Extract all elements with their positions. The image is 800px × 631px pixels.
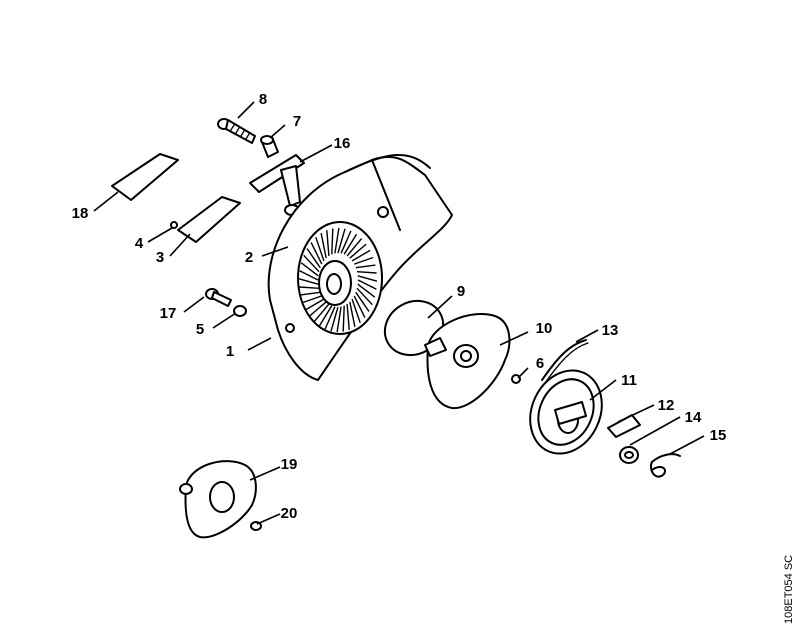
callout-17: 17: [160, 305, 177, 322]
part-10-rope-rotor: [424, 313, 511, 410]
callout-20: 20: [281, 505, 298, 522]
callout-13: 13: [602, 322, 619, 339]
fan-fin: [357, 279, 377, 290]
fan-fin: [351, 298, 361, 324]
document-code: 108ET054 SC: [783, 555, 795, 624]
fan-fin: [315, 236, 325, 262]
callout-6: 6: [536, 355, 544, 372]
part-13-rewind-spring: [541, 339, 589, 384]
fan-fin: [305, 298, 325, 311]
callout-11: 11: [621, 372, 637, 389]
fan-fin: [331, 228, 334, 255]
callout-8: 8: [259, 91, 267, 108]
callout-14: 14: [685, 409, 702, 426]
fan-fin: [346, 304, 350, 330]
part-8-screw: [217, 118, 256, 144]
fan-fin: [353, 256, 374, 265]
fan-fin: [351, 249, 371, 262]
fan-fin: [356, 271, 377, 274]
part-17-screw: [205, 288, 232, 307]
callout-15: 15: [710, 427, 727, 444]
part-14-washer: [619, 446, 639, 464]
fan-fin: [334, 227, 340, 254]
part-16-starter-grip: [249, 154, 305, 216]
fan-fin: [357, 275, 378, 282]
part-7-sleeve: [260, 135, 279, 158]
fan-fin: [320, 232, 327, 259]
part-1-fan-housing: [267, 154, 453, 381]
fan-fin: [299, 270, 319, 281]
fan-fin: [357, 283, 376, 298]
part-5-screw: [233, 305, 247, 317]
callout-19: 19: [281, 456, 298, 473]
callout-2: 2: [245, 249, 253, 266]
callout-5: 5: [196, 321, 204, 338]
fan-fin: [349, 243, 367, 259]
part-11-spring-housing: [529, 369, 603, 455]
fan-fin: [299, 286, 320, 289]
leader-lines: [93, 101, 705, 525]
part-3-plate: [177, 196, 241, 243]
callout-4: 4: [135, 235, 144, 252]
callout-3: 3: [156, 249, 164, 266]
fan-fin: [336, 306, 342, 333]
callout-16: 16: [334, 135, 351, 152]
callout-1: 1: [226, 343, 234, 360]
fan-fin: [303, 254, 320, 273]
fan-fin: [313, 303, 330, 322]
fan-fin: [355, 264, 376, 269]
fan-fin: [324, 306, 336, 330]
fan-fin: [318, 305, 333, 327]
fan-fin: [342, 305, 345, 332]
callout-9: 9: [457, 283, 465, 300]
part-18-plate: [111, 153, 179, 201]
fan-fin: [310, 242, 323, 265]
fan-fin: [300, 262, 319, 277]
callout-12: 12: [658, 397, 675, 414]
fan-fin: [343, 233, 358, 255]
fan-fin: [340, 230, 352, 254]
part-15-spring-clip: [650, 453, 681, 478]
fan-fin: [346, 238, 363, 257]
fan-fin: [330, 306, 339, 332]
callout-7: 7: [293, 113, 301, 130]
fan-fin: [300, 291, 321, 296]
fan-fin: [302, 295, 323, 304]
part-4-screw: [170, 221, 178, 229]
fan-fin: [337, 228, 346, 254]
fan-fin: [356, 287, 373, 306]
part-19-cover-plate: [179, 460, 257, 539]
fan-fin: [309, 301, 327, 317]
fan-fin: [349, 301, 356, 328]
callout-18: 18: [72, 205, 89, 222]
fan-fin: [355, 291, 370, 312]
fan-fin: [298, 278, 319, 285]
fan-fin: [306, 248, 321, 269]
callout-10: 10: [536, 320, 553, 337]
callout-labels: 1 2 3 4 5 6 7 8 9 10 11 12 13 14 15 16 1…: [72, 91, 727, 522]
fan-fin: [326, 230, 330, 256]
fan-fin: [353, 295, 366, 318]
